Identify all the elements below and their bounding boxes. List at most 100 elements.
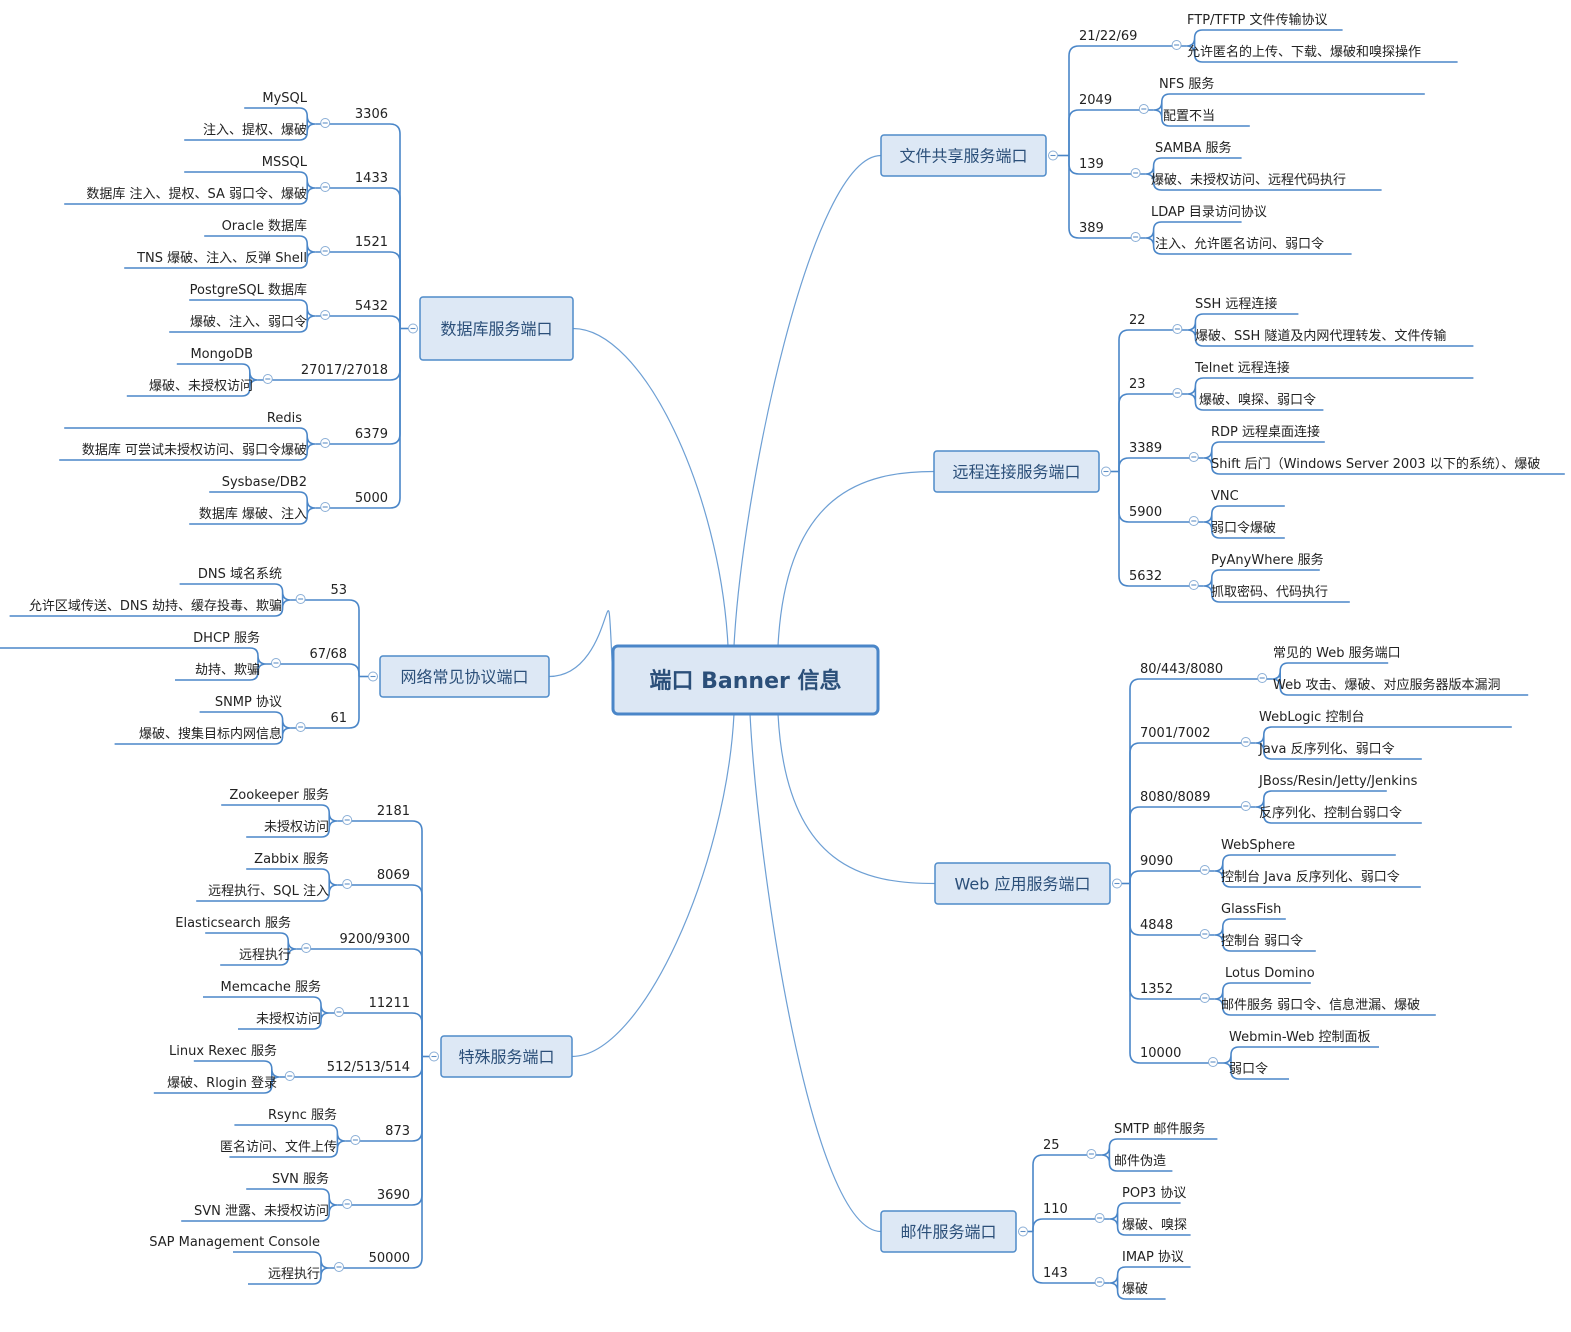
port-toggle-icon[interactable] bbox=[1172, 388, 1183, 398]
port-toggle-icon[interactable] bbox=[1172, 324, 1183, 334]
branch-net[interactable]: 网络常见协议端口 bbox=[379, 655, 550, 698]
service-name: Sysbase/DB2 bbox=[222, 475, 307, 490]
item-connector bbox=[1203, 577, 1213, 595]
branch-label: Web 应用服务端口 bbox=[955, 875, 1091, 894]
branch-web[interactable]: Web 应用服务端口 bbox=[934, 862, 1111, 905]
port-number: 4848 bbox=[1140, 918, 1173, 933]
port-number: 23 bbox=[1129, 377, 1146, 392]
port-toggle-icon[interactable] bbox=[1130, 168, 1141, 178]
item-connector bbox=[1194, 377, 1474, 387]
item-connector bbox=[306, 115, 316, 133]
port-toggle-icon[interactable] bbox=[1240, 737, 1251, 747]
port-toggle-icon[interactable] bbox=[1199, 929, 1210, 939]
port-toggle-icon[interactable] bbox=[301, 943, 312, 953]
port-toggle-icon[interactable] bbox=[320, 118, 331, 128]
item-connector bbox=[1153, 101, 1163, 119]
item-connector bbox=[1203, 449, 1213, 467]
service-name: Redis bbox=[267, 411, 302, 426]
collapse-toggle-icon[interactable] bbox=[1112, 878, 1122, 889]
root-connector-special bbox=[571, 713, 735, 1058]
collapse-toggle-icon[interactable] bbox=[408, 323, 418, 334]
branch-special[interactable]: 特殊服务端口 bbox=[440, 1035, 573, 1078]
port-toggle-icon[interactable] bbox=[284, 1071, 295, 1081]
collapse-toggle-icon[interactable] bbox=[1101, 466, 1111, 477]
item-connector bbox=[246, 868, 330, 878]
attack-vector: 控制台 弱口令 bbox=[1221, 934, 1303, 949]
item-connector bbox=[59, 451, 308, 461]
port-number: 873 bbox=[385, 1124, 410, 1139]
port-toggle-icon[interactable] bbox=[320, 438, 331, 448]
item-connector bbox=[1194, 313, 1299, 323]
port-toggle-icon[interactable] bbox=[1188, 580, 1199, 590]
branch-remote[interactable]: 远程连接服务端口 bbox=[933, 450, 1100, 493]
port-toggle-icon[interactable] bbox=[350, 1135, 361, 1145]
port-number: 1521 bbox=[355, 235, 388, 250]
service-name: DHCP 服务 bbox=[193, 630, 260, 646]
port-number: 3690 bbox=[377, 1188, 410, 1203]
port-toggle-icon[interactable] bbox=[342, 1199, 353, 1209]
port-toggle-icon[interactable] bbox=[320, 182, 331, 192]
port-toggle-icon[interactable] bbox=[1094, 1213, 1105, 1223]
item-connector bbox=[1152, 245, 1352, 255]
port-toggle-icon[interactable] bbox=[342, 815, 353, 825]
port-toggle-icon[interactable] bbox=[1199, 865, 1210, 875]
port-toggle-icon[interactable] bbox=[320, 310, 331, 320]
branch-connectors bbox=[0, 29, 1565, 1300]
service-name: SNMP 协议 bbox=[215, 695, 282, 710]
collapse-toggle-icon[interactable] bbox=[368, 671, 378, 682]
item-connector bbox=[1214, 990, 1224, 1008]
item-connector bbox=[1222, 982, 1311, 992]
port-toggle-icon[interactable] bbox=[1094, 1277, 1105, 1287]
root-node[interactable]: 端口 Banner 信息 bbox=[611, 644, 880, 716]
item-connector bbox=[1161, 93, 1425, 103]
port-toggle-icon[interactable] bbox=[1086, 1149, 1097, 1159]
item-connector bbox=[1116, 1202, 1181, 1212]
port-connector bbox=[315, 123, 401, 329]
item-connector bbox=[114, 735, 284, 745]
branch-label: 数据库服务端口 bbox=[440, 320, 552, 339]
port-toggle-icon[interactable] bbox=[1208, 1057, 1218, 1067]
port-toggle-icon[interactable] bbox=[334, 1007, 344, 1017]
port-toggle-icon[interactable] bbox=[1138, 104, 1149, 114]
service-name: Zookeeper 服务 bbox=[229, 787, 329, 803]
port-toggle-icon[interactable] bbox=[295, 722, 306, 732]
root-connector-net bbox=[548, 610, 614, 681]
port-toggle-icon[interactable] bbox=[1257, 673, 1268, 683]
attack-vector: TNS 爆破、注入、反弹 Shell bbox=[136, 251, 307, 266]
port-number: 8080/8089 bbox=[1140, 790, 1211, 805]
item-connector bbox=[205, 932, 289, 942]
port-toggle-icon[interactable] bbox=[295, 594, 306, 604]
item-connector bbox=[306, 243, 316, 261]
port-toggle-icon[interactable] bbox=[1188, 516, 1199, 526]
port-toggle-icon[interactable] bbox=[1240, 801, 1251, 811]
attack-vector: 远程执行 bbox=[239, 948, 291, 963]
port-toggle-icon[interactable] bbox=[1130, 232, 1141, 242]
item-connector bbox=[184, 171, 308, 181]
port-toggle-icon[interactable] bbox=[1188, 452, 1199, 462]
port-toggle-icon[interactable] bbox=[1171, 40, 1182, 50]
port-toggle-icon[interactable] bbox=[1199, 993, 1210, 1003]
branch-file[interactable]: 文件共享服务端口 bbox=[880, 134, 1047, 177]
port-connector bbox=[315, 251, 401, 329]
branch-mail[interactable]: 邮件服务端口 bbox=[880, 1210, 1017, 1253]
attack-vector: 爆破、嗅探 bbox=[1122, 1218, 1187, 1233]
port-toggle-icon[interactable] bbox=[271, 658, 281, 668]
port-toggle-icon[interactable] bbox=[342, 879, 353, 889]
port-toggle-icon[interactable] bbox=[320, 246, 331, 256]
port-toggle-icon[interactable] bbox=[320, 502, 331, 512]
branch-db[interactable]: 数据库服务端口 bbox=[419, 296, 574, 361]
collapse-toggle-icon[interactable] bbox=[1018, 1226, 1028, 1237]
port-number: 67/68 bbox=[310, 647, 347, 662]
port-toggle-icon[interactable] bbox=[334, 1262, 344, 1272]
item-connector bbox=[1222, 1054, 1232, 1072]
port-connector bbox=[337, 884, 423, 1057]
attack-vector: 远程执行 bbox=[268, 1267, 320, 1282]
collapse-toggle-icon[interactable] bbox=[429, 1051, 439, 1062]
port-connector bbox=[1032, 1231, 1110, 1284]
item-connector bbox=[199, 711, 284, 721]
attack-vector: 允许区域传送、DNS 劫持、缓存投毒、欺骗 bbox=[29, 598, 282, 614]
port-toggle-icon[interactable] bbox=[262, 374, 273, 384]
item-connector bbox=[1193, 29, 1343, 39]
collapse-toggle-icon[interactable] bbox=[1048, 150, 1058, 161]
item-connector bbox=[328, 876, 338, 894]
